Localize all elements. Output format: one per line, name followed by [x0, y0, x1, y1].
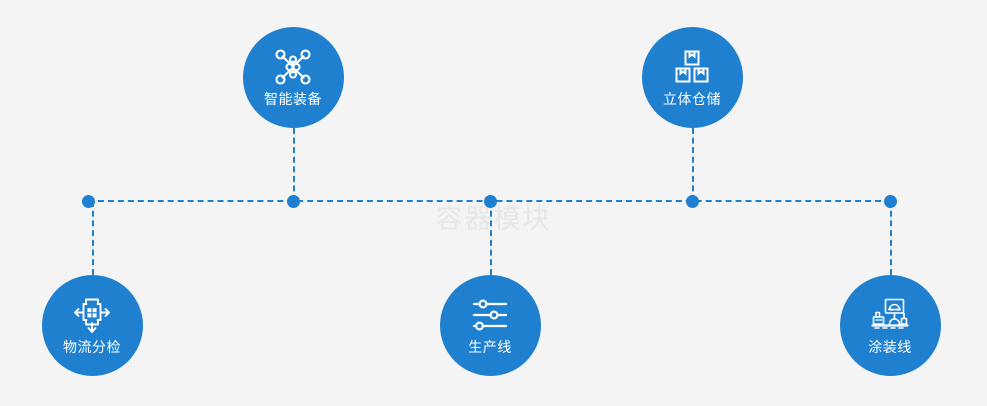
node-logistics-sorting[interactable]: 物流分检: [41, 274, 143, 376]
network-nodes-icon: [273, 47, 313, 87]
bus-junction-dot: [286, 194, 300, 208]
bus-junction-dot: [883, 194, 897, 208]
stem-smart-equipment: [293, 128, 295, 201]
paint-booth-icon: [870, 295, 910, 335]
node-smart-equipment[interactable]: 智能装备: [242, 26, 344, 128]
sliders-icon: [470, 295, 510, 335]
node-painting-line[interactable]: 涂装线: [839, 274, 941, 376]
node-label: 生产线: [468, 339, 512, 355]
stacked-boxes-icon: [672, 47, 712, 87]
stem-production-line: [490, 201, 492, 275]
node-production-line[interactable]: 生产线: [439, 274, 541, 376]
sorting-arrows-icon: [72, 295, 112, 335]
node-label: 立体仓储: [663, 91, 721, 107]
stem-painting-line: [890, 201, 892, 275]
bus-junction-dot: [483, 194, 497, 208]
node-stereoscopic-warehouse[interactable]: 立体仓储: [641, 26, 743, 128]
stem-logistics-sorting: [92, 201, 94, 275]
watermark-text: 容器模块: [435, 204, 552, 234]
bus-junction-dot: [81, 194, 95, 208]
node-label: 物流分检: [63, 339, 121, 355]
node-label: 智能装备: [264, 91, 322, 107]
stem-stereoscopic-warehouse: [692, 128, 694, 201]
bus-junction-dot: [685, 194, 699, 208]
node-label: 涂装线: [868, 339, 912, 355]
